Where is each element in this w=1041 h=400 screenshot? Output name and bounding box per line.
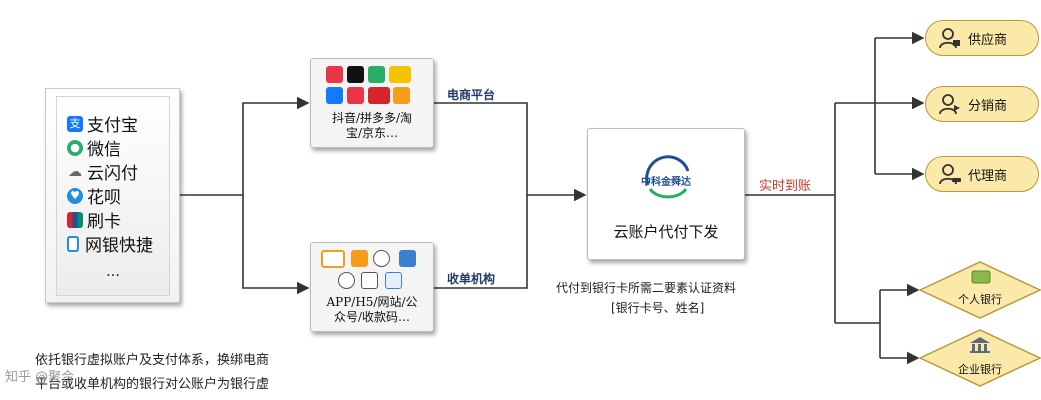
- corporate-bank-label: 企业银行: [958, 363, 1002, 376]
- edge-acquirer-center: [434, 195, 528, 289]
- chat-icon: [351, 250, 368, 267]
- payment-item-netbank: 网银快捷: [67, 231, 153, 256]
- printer-icon: [385, 272, 402, 289]
- agent-node: 代理商: [925, 156, 1039, 192]
- card-icon: [971, 270, 991, 284]
- distributor-icon: [939, 94, 960, 115]
- bank-icon: [970, 337, 990, 353]
- payment-item-huabei: ♥ 花呗: [67, 183, 121, 208]
- pinduoduo-icon: [326, 66, 343, 83]
- payment-item-label: 支付宝: [87, 116, 138, 136]
- personal-bank-diamond: [918, 261, 1041, 319]
- cloud-account-box: 中科金舜达 云账户代付下发: [587, 128, 745, 260]
- payment-item-card: 刷卡: [67, 207, 121, 232]
- qrcode-icon: [399, 250, 416, 267]
- zkjsd-logo-icon: [645, 155, 690, 199]
- payment-item-cloudpay: ☁ 云闪付: [67, 159, 138, 185]
- auth-note-line1: 代付到银行卡所需二要素认证资料: [556, 281, 737, 295]
- cloud-icon: ☁: [68, 163, 82, 180]
- payment-methods-card: 支 支付宝 ● 微信 ☁ 云闪付 ♥ 花呗 刷卡 网银快捷 …: [45, 88, 180, 303]
- cloud-account-title: 云账户代付下发: [613, 223, 719, 241]
- payment-methods-panel: 支 支付宝 ● 微信 ☁ 云闪付 ♥ 花呗 刷卡 网银快捷 …: [56, 96, 170, 296]
- supplier-node: 供应商: [925, 20, 1039, 56]
- tmall-icon: [368, 87, 390, 104]
- ecommerce-edge-label: 电商平台: [447, 88, 496, 102]
- ecommerce-label-line1: 抖音/拼多多/淘: [331, 111, 413, 125]
- id-card-icon: [361, 272, 378, 289]
- distributor-label: 分销商: [968, 98, 1008, 114]
- alipay-app-icon: [326, 87, 343, 104]
- corporate-bank-diamond: [918, 329, 1041, 387]
- payment-item-label: 刷卡: [87, 212, 121, 232]
- wechat-icon: ●: [67, 139, 83, 156]
- acquirer-label-line1: APP/H5/网站/公: [326, 295, 418, 309]
- payment-item-label: 云闪付: [87, 164, 138, 184]
- caption-line1: 依托银行虚拟账户及支付体系，换绑电商: [35, 353, 270, 368]
- personal-bank-label: 个人银行: [958, 293, 1002, 306]
- link-icon: [338, 272, 355, 289]
- realtime-label: 实时到账: [759, 179, 812, 194]
- acquirer-label-line2: 众号/收款码…: [333, 310, 411, 324]
- meituan-icon: [389, 66, 411, 83]
- payment-more: …: [106, 264, 120, 280]
- edge-pay-acquirer: [242, 195, 310, 295]
- watermark: 知乎 @聚合: [5, 370, 75, 385]
- acquirer-box: APP/H5/网站/公 众号/收款码…: [310, 242, 434, 332]
- payment-item-label: 花呗: [87, 188, 121, 208]
- auth-note-line2: [银行卡号、姓名]: [611, 301, 705, 315]
- caption-line2: 平台或收单机构的银行对公账户为银行虚: [35, 377, 270, 392]
- supplier-label: 供应商: [968, 32, 1008, 48]
- wechat-pay-icon: [373, 250, 390, 267]
- apps-icon: [321, 250, 345, 268]
- agent-label: 代理商: [968, 168, 1008, 184]
- acquirer-label: APP/H5/网站/公 众号/收款码…: [311, 295, 433, 325]
- taobao-icon: [347, 87, 364, 104]
- agent-icon: [939, 164, 961, 185]
- supplier-icon: [939, 28, 960, 49]
- logo-text: 中科金舜达: [641, 177, 691, 188]
- payment-item-wechat: ● 微信: [67, 135, 121, 160]
- payment-item-label: 微信: [87, 140, 121, 160]
- payment-item-label: 网银快捷: [85, 236, 153, 256]
- ecommerce-box: 抖音/拼多多/淘 宝/京东…: [310, 58, 434, 148]
- distributor-node: 分销商: [925, 86, 1039, 122]
- edge-ecommerce-center: [434, 102, 587, 202]
- ecommerce-label: 抖音/拼多多/淘 宝/京东…: [311, 111, 433, 141]
- huabei-icon: ♥: [67, 187, 83, 204]
- unionpay-icon: [67, 211, 83, 228]
- shop-icon: [393, 87, 410, 104]
- acquirer-edge-label: 收单机构: [447, 272, 496, 286]
- douyin-icon: [347, 66, 364, 83]
- ecommerce-label-line2: 宝/京东…: [345, 126, 399, 140]
- payment-item-alipay: 支 支付宝: [67, 111, 138, 136]
- alipay-icon: 支: [67, 115, 83, 132]
- edge-pay-split: [180, 96, 310, 196]
- check-icon: [368, 66, 385, 83]
- phone-icon: [67, 235, 79, 252]
